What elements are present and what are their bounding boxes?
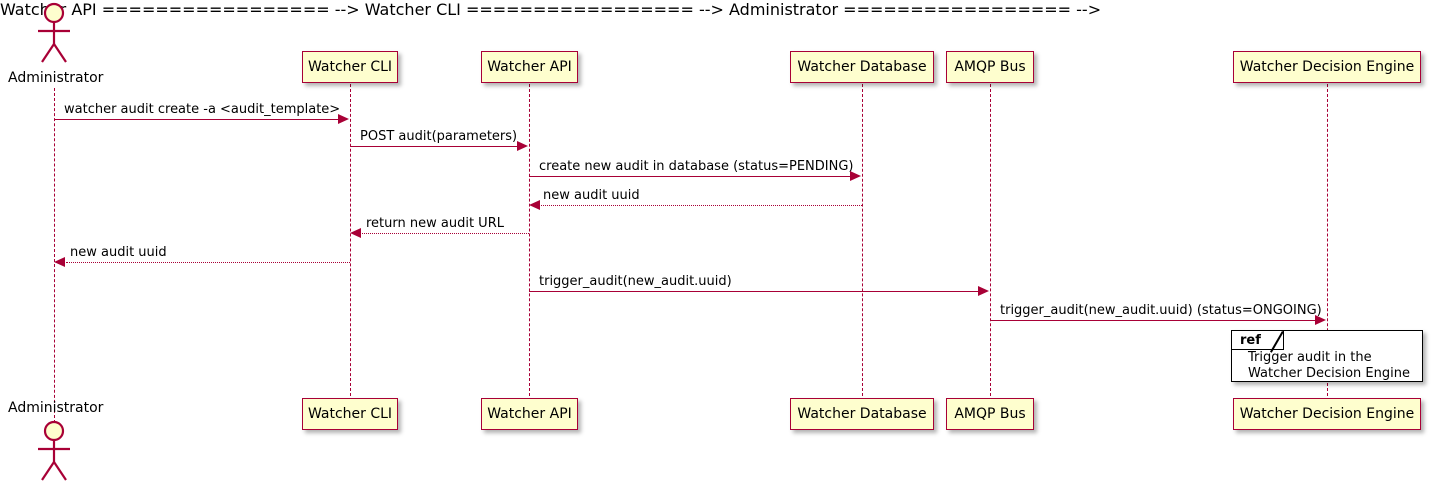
message-line-1 — [54, 119, 338, 120]
message-label-4: new audit uuid — [543, 188, 640, 203]
message-label-3: create new audit in database (status=PEN… — [539, 159, 854, 174]
actor-figure-icon — [38, 420, 70, 481]
message-arrowhead-4 — [529, 200, 540, 210]
message-arrowhead-2 — [517, 141, 528, 151]
message-line-6 — [66, 262, 350, 263]
participant-watcher-database-bottom[interactable]: Watcher Database — [790, 398, 934, 430]
lifeline-watcher-api — [529, 84, 530, 396]
lifeline-watcher-database — [862, 84, 863, 396]
message-line-8 — [990, 320, 1315, 321]
ref-fragment-line-1: Trigger audit in the — [1248, 350, 1372, 365]
actor-administrator-top — [22, 2, 86, 64]
participant-watcher-cli-bottom[interactable]: Watcher CLI — [302, 398, 398, 430]
lifeline-watcher-cli — [350, 84, 351, 396]
actor-administrator-bottom — [22, 420, 86, 482]
ref-fragment: ref — [1231, 330, 1423, 382]
participant-watcher-decision-engine-top[interactable]: Watcher Decision Engine — [1233, 51, 1421, 83]
message-arrowhead-8 — [1315, 315, 1326, 325]
message-label-7: trigger_audit(new_audit.uuid) — [539, 274, 732, 289]
message-arrowhead-5 — [350, 228, 361, 238]
message-arrowhead-6 — [54, 257, 65, 267]
participant-watcher-api-top[interactable]: Watcher API — [481, 51, 578, 83]
message-arrowhead-7 — [978, 286, 989, 296]
participant-amqp-bus-top[interactable]: AMQP Bus — [946, 51, 1034, 83]
participant-amqp-bus-bottom[interactable]: AMQP Bus — [946, 398, 1034, 430]
message-line-2 — [350, 146, 517, 147]
ref-fragment-line-2: Watcher Decision Engine — [1248, 366, 1410, 381]
message-label-1: watcher audit create -a <audit_template> — [64, 102, 341, 117]
message-line-7 — [529, 291, 978, 292]
participant-watcher-cli-top[interactable]: Watcher CLI — [302, 51, 398, 83]
participant-watcher-decision-engine-bottom[interactable]: Watcher Decision Engine — [1233, 398, 1421, 430]
actor-label-administrator-bottom: Administrator — [8, 400, 104, 416]
lifeline-watcher-decision-engine — [1327, 84, 1328, 396]
lifeline-amqp-bus — [990, 84, 991, 396]
message-arrowhead-1 — [338, 114, 349, 124]
message-line-4 — [541, 205, 862, 206]
message-label-6: new audit uuid — [70, 245, 167, 260]
actor-figure-icon — [38, 2, 70, 63]
message-label-8: trigger_audit(new_audit.uuid) (status=ON… — [1000, 303, 1322, 318]
participant-watcher-database-top[interactable]: Watcher Database — [790, 51, 934, 83]
message-line-5 — [362, 233, 529, 234]
message-label-5: return new audit URL — [366, 216, 504, 231]
message-line-3 — [529, 176, 850, 177]
participant-watcher-api-bottom[interactable]: Watcher API — [481, 398, 578, 430]
message-label-2: POST audit(parameters) — [360, 129, 518, 144]
message-arrowhead-3 — [850, 171, 861, 181]
ref-fragment-tab-label: ref — [1232, 331, 1284, 350]
actor-label-administrator-top: Administrator — [8, 70, 104, 86]
